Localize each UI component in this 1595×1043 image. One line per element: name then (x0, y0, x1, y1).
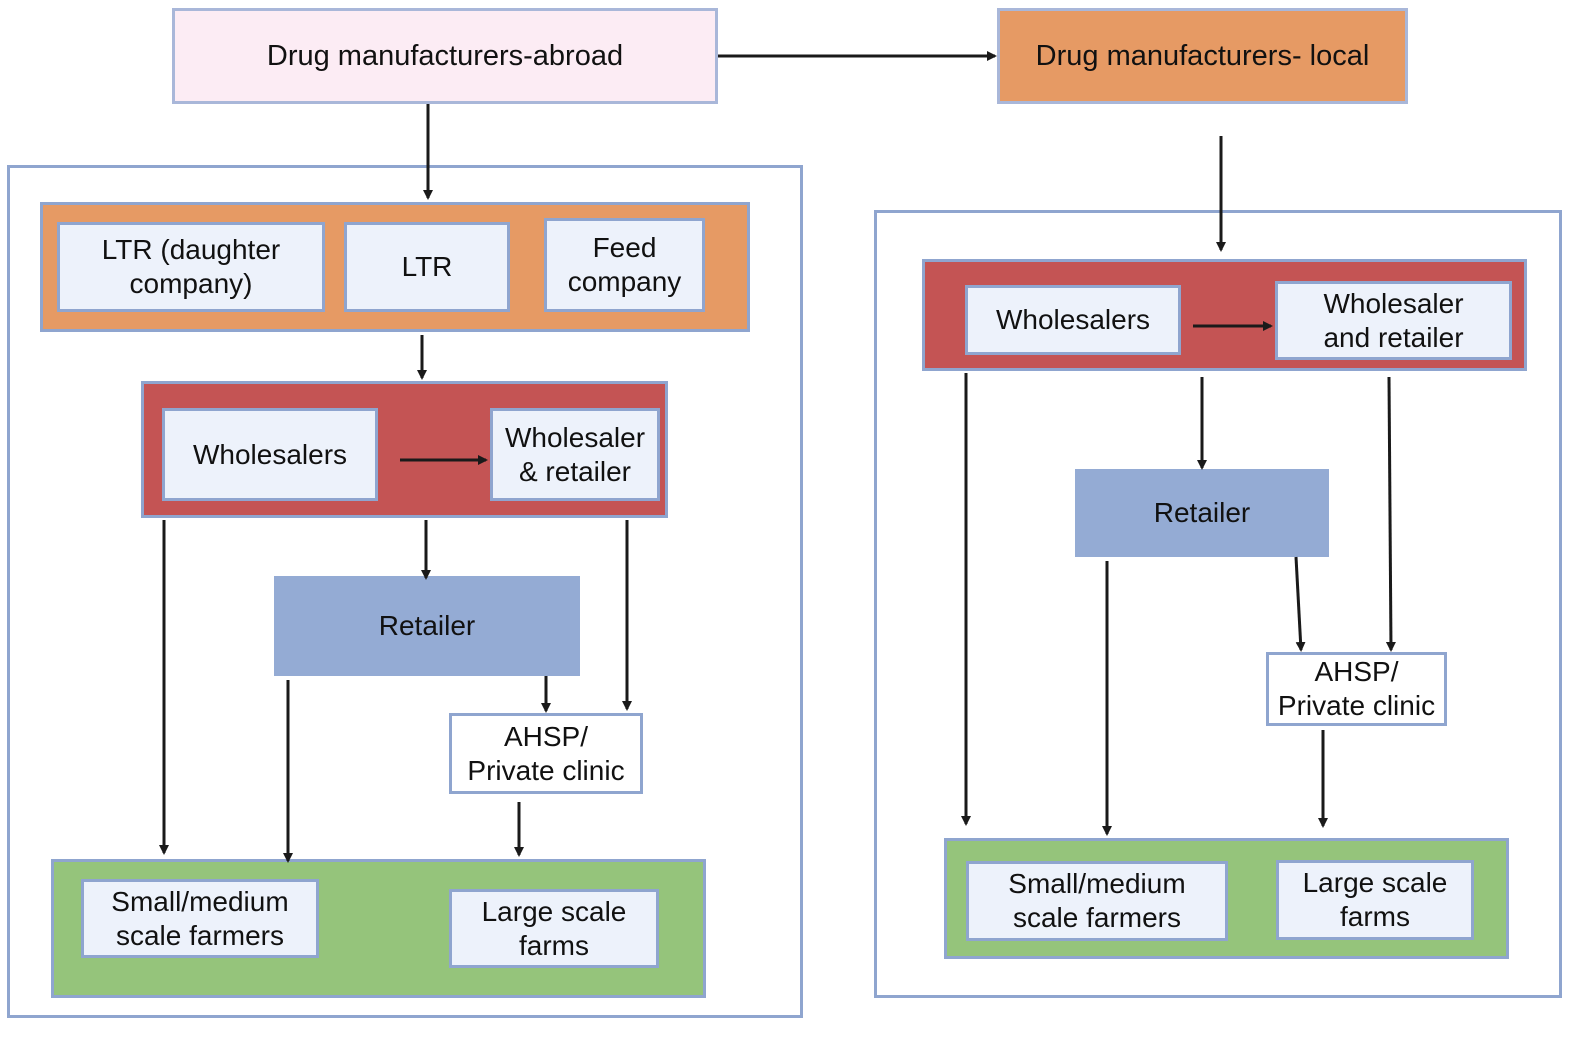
right-wholesaler-and-retailer: Wholesaler and retailer (1275, 281, 1512, 360)
left-feed-company: Feed company (544, 218, 705, 312)
left-large-scale-farms: Large scale farms (449, 889, 659, 968)
left-ltr-daughter-company: LTR (daughter company) (57, 222, 325, 312)
left-ltr: LTR (344, 222, 510, 312)
left-ahsp-private-clinic: AHSP/ Private clinic (449, 713, 643, 794)
right-large-scale-farms: Large scale farms (1276, 860, 1474, 940)
right-wholesalers: Wholesalers (965, 285, 1181, 355)
arrow-right-retailer-to-ahsp (1294, 556, 1306, 652)
left-wholesalers: Wholesalers (162, 408, 378, 501)
right-small-medium-scale-farmers: Small/medium scale farmers (966, 861, 1228, 941)
right-retailer: Retailer (1075, 469, 1329, 557)
drug-manufacturers-local: Drug manufacturers- local (997, 8, 1408, 104)
drug-manufacturers-abroad: Drug manufacturers-abroad (172, 8, 718, 104)
arrow-right-wholesaler-retailer-to-ahsp (1385, 376, 1396, 652)
left-wholesaler-and-retailer: Wholesaler & retailer (490, 408, 660, 501)
left-small-medium-scale-farmers: Small/medium scale farmers (81, 879, 319, 958)
right-ahsp-private-clinic: AHSP/ Private clinic (1266, 652, 1447, 726)
